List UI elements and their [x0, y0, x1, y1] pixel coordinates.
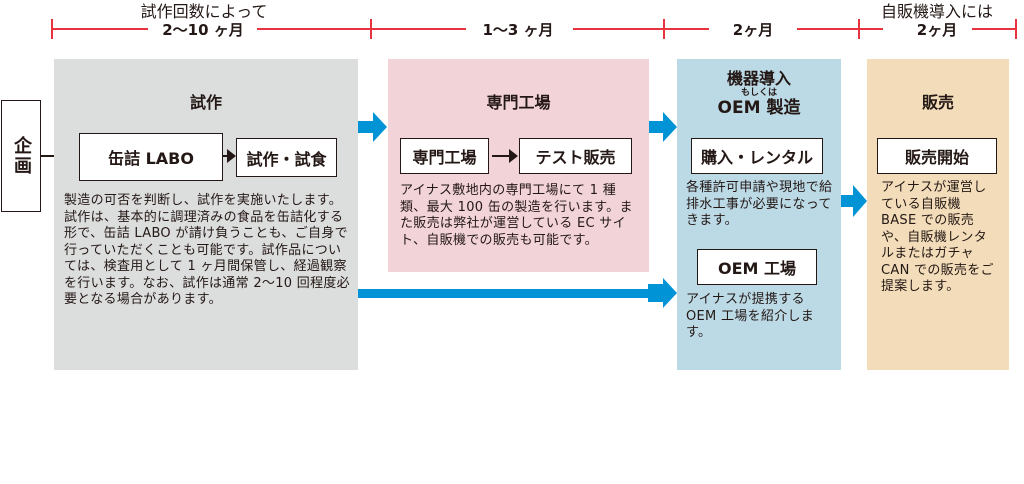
- option-oem-factory-label: OEM 工場: [717, 259, 797, 278]
- panel-equipment-title-line2: OEM 製造: [717, 98, 801, 118]
- arrow-equipment-to-sales: [841, 185, 867, 217]
- panel-sales-title: 販売: [921, 93, 954, 112]
- timeline-label-factory: 1〜3 ヶ月: [482, 21, 554, 39]
- timeline-line: [859, 28, 883, 30]
- timeline-line: [664, 28, 709, 30]
- option-oem-factory: OEM 工場: [697, 249, 817, 285]
- panel-equipment-title-small: もしくは: [740, 88, 777, 98]
- arrow-factory-to-equipment: [648, 112, 677, 142]
- step-sales-start-label: 販売開始: [904, 148, 969, 167]
- timeline-line: [257, 28, 371, 30]
- step-sales-start: 販売開始: [877, 138, 997, 174]
- timeline-line: [52, 28, 148, 30]
- panel-sales: 販売 販売開始 アイナスが運営している自販機 BASE での販売や、自販機レンタ…: [867, 59, 1009, 370]
- arrow-trial-to-oem-line: [358, 289, 650, 298]
- step-factory-label: 専門工場: [412, 148, 477, 167]
- labo-to-trial-arrow: [222, 149, 236, 163]
- step-kanzume-labo-label: 缶詰 LABO: [108, 149, 194, 168]
- option-purchase-rental-label: 購入・レンタル: [700, 148, 813, 167]
- timeline-line: [972, 28, 1016, 30]
- step-test-sales-label: テスト販売: [535, 148, 616, 167]
- timeline-label-sales: 2ヶ月: [916, 21, 958, 39]
- timeline-line: [573, 28, 664, 30]
- timeline-label-trial: 2〜10 ヶ月: [162, 21, 244, 39]
- step-trial-tasting: 試作・試食: [236, 138, 337, 177]
- option-purchase-rental: 購入・レンタル: [691, 138, 823, 174]
- timeline-line: [797, 28, 858, 30]
- arrow-trial-to-oem-head: [648, 278, 677, 308]
- timeline-note-sales: 自販機導入には: [880, 2, 994, 21]
- panel-trial-description: 製造の可否を判断し、試作を実施いたします。試作は、基本的に調理済みの食品を缶詰化…: [64, 193, 350, 307]
- panel-trial-title: 試作: [189, 93, 222, 112]
- step-trial-tasting-label: 試作・試食: [246, 149, 327, 169]
- timeline-line: [371, 28, 466, 30]
- option-purchase-rental-description: 各種許可申請や現地で給排水工事が必要になってきます。: [686, 180, 833, 228]
- timeline-tick: [1015, 19, 1017, 39]
- option-oem-factory-description: アイナスが提携する OEM 工場を紹介します。: [686, 292, 815, 340]
- planning-box: 企画: [1, 100, 41, 212]
- timeline-note-trial: 試作回数によって: [140, 2, 268, 21]
- panel-trial: 試作 缶詰 LABO 試作・試食 製造の可否を判断し、試作を実施いたします。試作…: [54, 59, 358, 370]
- step-kanzume-labo: 缶詰 LABO: [79, 133, 223, 181]
- planning-label: 企画: [11, 136, 32, 176]
- step-factory: 専門工場: [400, 138, 489, 174]
- step-test-sales: テスト販売: [519, 138, 632, 174]
- panel-sales-description: アイナスが運営している自販機 BASE での販売や、自販機レンタルまたはガチャ …: [881, 180, 994, 294]
- arrow-trial-to-factory: [358, 112, 387, 142]
- panel-equipment-title: 機器導入 もしくは OEM 製造: [677, 69, 841, 118]
- panel-factory-title: 専門工場: [486, 93, 551, 112]
- panel-factory: 専門工場 専門工場 テスト販売 アイナス敷地内の専門工場にて 1 種類、最大 1…: [388, 59, 649, 272]
- factory-to-test-sales-arrow: [492, 149, 518, 163]
- timeline-label-equipment: 2ヶ月: [732, 21, 774, 39]
- panel-equipment-title-line1: 機器導入: [726, 69, 791, 88]
- panel-factory-description: アイナス敷地内の専門工場にて 1 種類、最大 100 缶の製造を行います。また販…: [400, 183, 633, 248]
- panel-equipment: 機器導入 もしくは OEM 製造 購入・レンタル 各種許可申請や現地で給排水工事…: [677, 59, 841, 370]
